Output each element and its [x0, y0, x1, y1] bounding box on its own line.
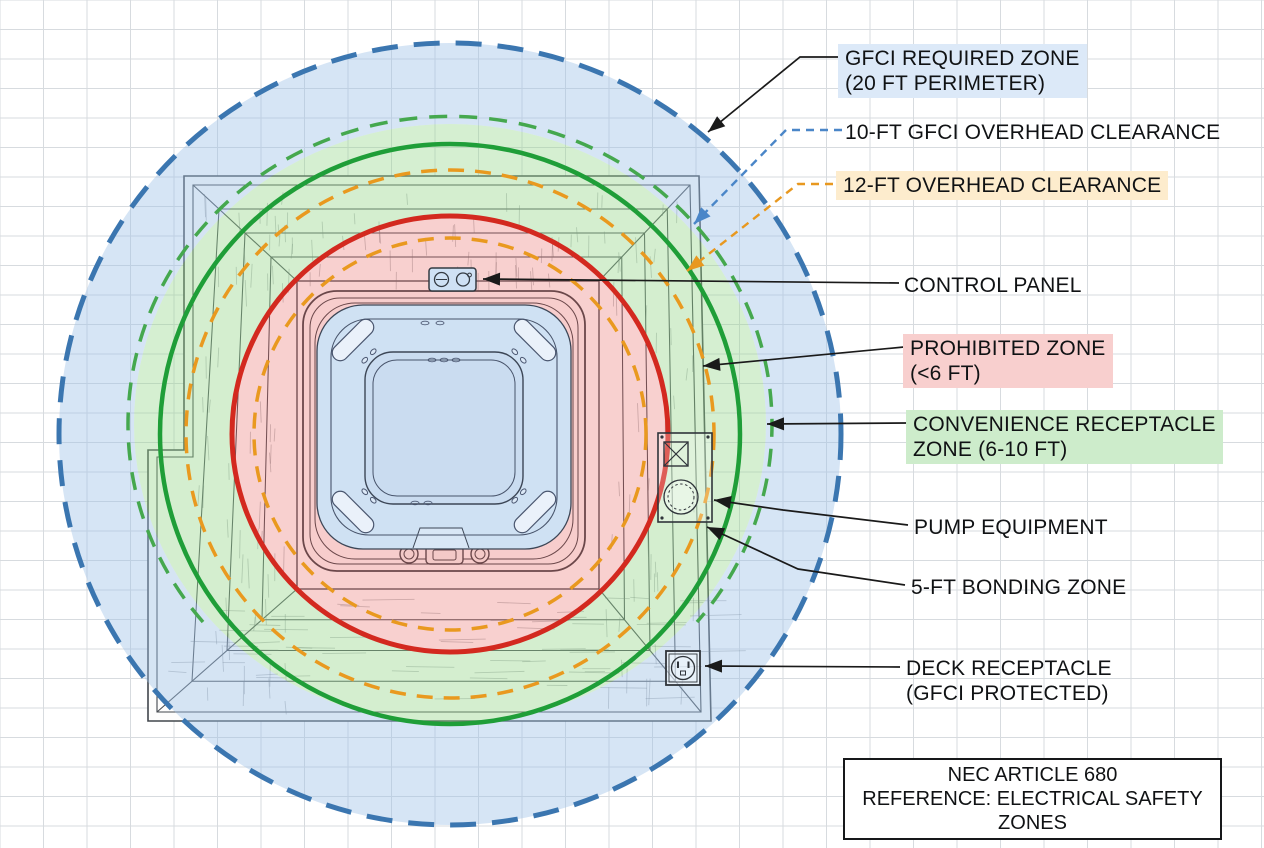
label-text: PUMP EQUIPMENT [914, 516, 1108, 539]
zone-circle-prohibited-under-6ft [229, 213, 671, 655]
deck-receptacle-outlet-icon [665, 650, 701, 686]
pump-motor-icon [663, 479, 699, 515]
label-text: PROHIBITED ZONE [910, 337, 1106, 360]
title-block-line2: REFERENCE: ELECTRICAL SAFETY ZONES [862, 788, 1203, 834]
arrowhead-icon [694, 207, 711, 224]
jet-icon [361, 348, 377, 364]
label-text: 10-FT GFCI OVERHEAD CLEARANCE [845, 121, 1221, 144]
arrowhead-icon [767, 417, 785, 431]
label-text: CONVENIENCE RECEPTACLE [913, 413, 1216, 436]
headrest-pillow [513, 318, 557, 362]
arrowhead-icon [714, 496, 732, 509]
leader-overhead10 [693, 128, 842, 225]
hot-tub-interior [316, 304, 572, 550]
leader-prohibited [702, 346, 905, 371]
label-10ft-gfci-overhead: 10-FT GFCI OVERHEAD CLEARANCE [838, 118, 1227, 147]
label-text: 5-FT BONDING ZONE [911, 576, 1127, 599]
arrowhead-icon [483, 272, 501, 286]
label-text: DECK RECEPTACLE [906, 657, 1112, 680]
pump-equipment [657, 432, 713, 523]
label-control-panel: CONTROL PANEL [897, 271, 1089, 300]
leader-overhead12 [686, 182, 833, 272]
label-5ft-bonding-zone: 5-FT BONDING ZONE [904, 573, 1133, 602]
leader-deck_receptacle [704, 659, 901, 673]
arrowhead-icon [705, 659, 723, 673]
label-convenience-receptacle-zone: CONVENIENCE RECEPTACLE ZONE (6-10 FT) [906, 410, 1223, 464]
headrest-pillow [331, 318, 375, 362]
label-text: GFCI REQUIRED ZONE [845, 47, 1080, 70]
label-text: 12-FT OVERHEAD CLEARANCE [843, 174, 1162, 197]
leader-pump [713, 496, 909, 526]
zone-circle-overhead-clearance-12ft [184, 168, 716, 700]
arrowhead-icon [707, 527, 726, 541]
dial-icon [433, 271, 450, 288]
dial-icon [455, 272, 471, 287]
jet-icon [511, 488, 527, 504]
label-text: (<6 FT) [910, 362, 981, 385]
leader-bonding [706, 526, 906, 586]
arrowhead-icon [708, 116, 726, 132]
label-deck-receptacle: DECK RECEPTACLE (GFCI PROTECTED) [899, 654, 1119, 708]
arrowhead-icon [703, 357, 721, 371]
leader-control_panel [482, 272, 900, 286]
zone-circle-gfci-required-20ft [56, 40, 844, 828]
label-12ft-overhead: 12-FT OVERHEAD CLEARANCE [836, 171, 1169, 200]
jet-icon [511, 348, 527, 364]
label-text: ZONE (6-10 FT) [913, 438, 1068, 461]
label-prohibited-zone: PROHIBITED ZONE (<6 FT) [903, 334, 1113, 388]
label-text: CONTROL PANEL [904, 274, 1082, 297]
leader-gfci [707, 56, 840, 133]
label-text: (GFCI PROTECTED) [906, 682, 1109, 705]
label-gfci-required-zone: GFCI REQUIRED ZONE (20 FT PERIMETER) [838, 44, 1087, 98]
label-text: (20 FT PERIMETER) [845, 72, 1046, 95]
title-block-line1: NEC ARTICLE 680 [947, 764, 1118, 786]
junction-box-icon [663, 441, 689, 467]
control-panel [428, 267, 477, 292]
zone-fill-receptacle-zone-fill [134, 124, 766, 724]
zone-circle-bonding-5ft [252, 236, 648, 632]
zone-circle-gfci-overhead-10ft [126, 114, 774, 624]
jet-icon [361, 488, 377, 504]
leader-convenience [766, 417, 908, 431]
arrowhead-icon [687, 255, 705, 271]
label-pump-equipment: PUMP EQUIPMENT [907, 513, 1115, 542]
title-block: NEC ARTICLE 680 REFERENCE: ELECTRICAL SA… [843, 758, 1222, 840]
headrest-pillow [513, 490, 557, 534]
zone-circle-convenience-receptacle-boundary [157, 141, 743, 727]
